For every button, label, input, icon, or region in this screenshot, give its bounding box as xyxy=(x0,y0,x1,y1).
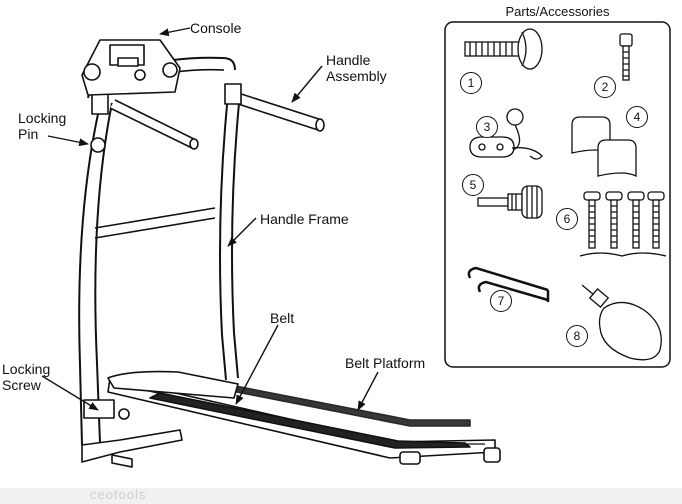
part-number-5: 5 xyxy=(462,174,484,196)
part-number-3: 3 xyxy=(476,116,498,138)
part-1-knob-bolt-icon xyxy=(464,28,543,70)
part-number-1: 1 xyxy=(460,72,482,94)
handle-assembly-pointer xyxy=(291,65,323,103)
pointer-arrows xyxy=(41,27,379,411)
label-belt-platform: Belt Platform xyxy=(345,355,426,371)
label-locking-screw-line2: Screw xyxy=(2,377,41,393)
locking-screw-pointer xyxy=(41,375,99,411)
part-number-2: 2 xyxy=(594,76,616,98)
treadmill-icon xyxy=(78,39,501,468)
label-console: Console xyxy=(190,20,242,36)
parts-accessories-title: Parts/Accessories xyxy=(505,4,610,19)
console-pointer xyxy=(159,27,191,37)
part-4-end-caps-icon xyxy=(571,116,637,178)
label-locking-screw-line1: Locking xyxy=(2,361,51,377)
part-number-4: 4 xyxy=(626,106,648,128)
label-handle-assembly-line1: Handle xyxy=(326,52,371,68)
watermark-strip xyxy=(0,488,682,504)
part-2-small-bolt-icon xyxy=(619,33,633,81)
label-locking-pin-line2: Pin xyxy=(18,126,39,142)
watermark-text: ceotools xyxy=(90,487,147,502)
label-locking-pin-line1: Locking xyxy=(18,110,67,126)
part-number-6: 6 xyxy=(556,208,578,230)
parts-box xyxy=(444,21,671,368)
part-number-7: 7 xyxy=(490,290,512,312)
label-handle-frame: Handle Frame xyxy=(260,211,349,227)
belt-pointer xyxy=(235,324,279,405)
part-7-hex-keys-icon xyxy=(467,266,550,302)
part-3-safety-key-icon xyxy=(469,108,543,160)
belt-platform-pointer xyxy=(357,371,379,411)
part-number-8: 8 xyxy=(566,325,588,347)
locking-pin-pointer xyxy=(47,135,89,147)
part-6-long-bolts-icon xyxy=(579,191,667,257)
part-8-oil-bottle-icon xyxy=(581,284,662,361)
label-belt: Belt xyxy=(270,310,295,326)
label-handle-assembly-line2: Assembly xyxy=(326,68,387,84)
handle-frame-pointer xyxy=(227,217,257,247)
part-5-locking-screw-icon xyxy=(477,185,543,219)
